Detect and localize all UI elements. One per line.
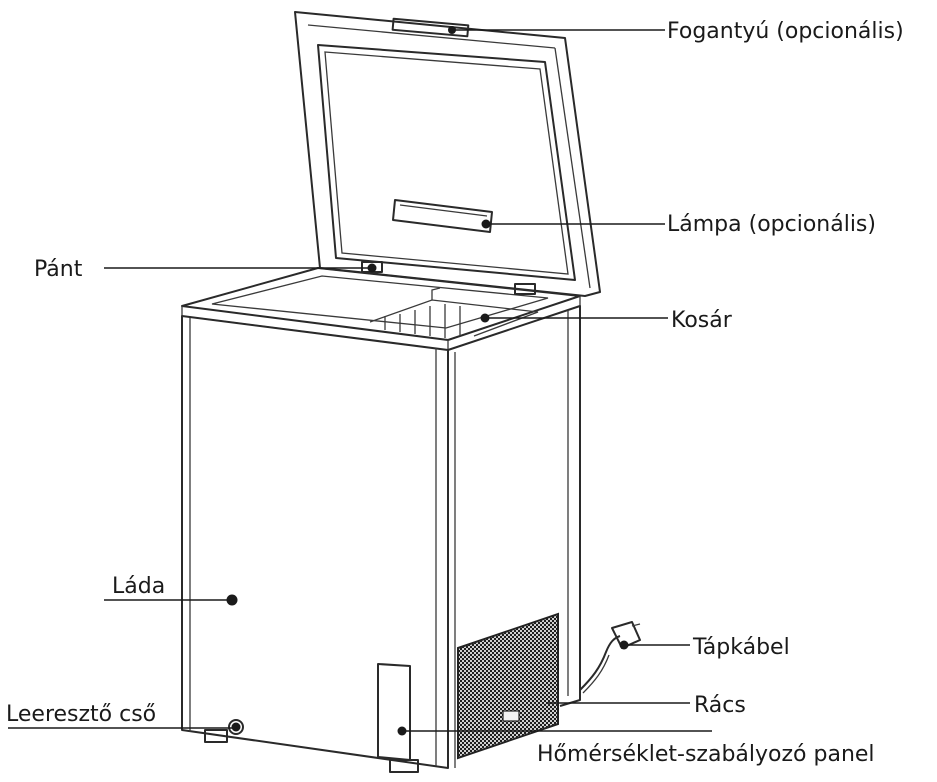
- label-drain-pipe: Leeresztő cső: [6, 702, 156, 727]
- label-power-cable: Tápkábel: [692, 635, 790, 660]
- label-basket: Kosár: [671, 308, 733, 333]
- label-cabinet: Láda: [112, 574, 165, 599]
- label-thermostat-panel: Hőmérséklet-szabályozó panel: [537, 742, 875, 767]
- label-grille: Rács: [694, 693, 746, 718]
- lid-handle: [391, 17, 470, 38]
- label-handle: Fogantyú (opcionális): [667, 19, 904, 44]
- top-rim: [181, 267, 581, 351]
- power-cable: [579, 621, 641, 694]
- feet: [204, 729, 419, 773]
- label-lamp: Lámpa (opcionális): [667, 212, 876, 237]
- leader-lines: [8, 26, 712, 736]
- grille: [457, 612, 559, 760]
- lid: [294, 11, 601, 297]
- label-hinge: Pánt: [34, 257, 83, 282]
- drain-pipe: [228, 719, 244, 735]
- thermostat-panel: [377, 663, 411, 761]
- basket: [369, 287, 539, 338]
- lamp: [392, 199, 493, 233]
